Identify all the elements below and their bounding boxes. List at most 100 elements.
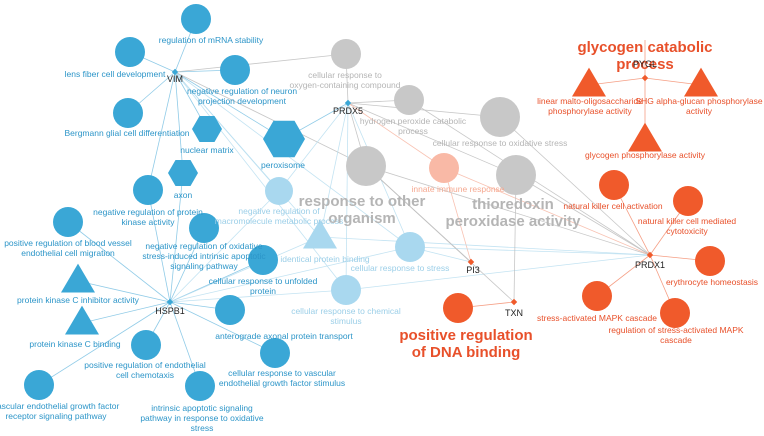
edge-vim-other_org <box>174 71 367 167</box>
term-node-malto[interactable] <box>572 67 606 97</box>
term-node-pkc_bind[interactable] <box>65 305 99 335</box>
term-node-innate[interactable] <box>429 153 459 183</box>
edge-prdx5-innate <box>347 102 445 169</box>
term-node-pos_dna[interactable] <box>443 293 473 323</box>
term-node-other_org[interactable] <box>346 146 386 186</box>
term-node-oxy[interactable] <box>331 39 361 69</box>
term-label-line: protein <box>250 286 276 296</box>
term-node-nk_cyto[interactable] <box>673 186 703 216</box>
term-label-line: regulation of mRNA stability <box>159 35 264 45</box>
term-node-shg[interactable] <box>684 67 718 97</box>
term-node-perox[interactable] <box>263 120 305 158</box>
term-node-mapk[interactable] <box>582 281 612 311</box>
term-node-neg_pk[interactable] <box>133 175 163 205</box>
term-label-line: identical protein binding <box>280 254 370 264</box>
term-node-vegf_stim[interactable] <box>260 338 290 368</box>
gene-node-prdx1[interactable] <box>646 251 654 259</box>
term-label-line: negative regulation of protein <box>93 207 203 217</box>
term-label-innate: innate immune response <box>411 184 504 194</box>
term-label-mrna: regulation of mRNA stability <box>159 35 264 45</box>
term-node-nk_act[interactable] <box>599 170 629 200</box>
term-node-thio[interactable] <box>496 155 536 195</box>
term-node-ox_stress[interactable] <box>480 97 520 137</box>
term-label-line: vascular endothelial growth factor <box>0 401 119 411</box>
term-label-ox_stress: cellular response to oxidative stress <box>433 138 568 148</box>
term-label-line: glycogen phosphorylase activity <box>585 150 706 160</box>
gene-node-prdx5[interactable] <box>344 99 352 107</box>
term-label-line: hydrogen peroxide catabolic <box>360 116 467 126</box>
term-label-line: negative regulation of oxidative <box>145 241 262 251</box>
term-node-negneuron[interactable] <box>220 55 250 85</box>
term-node-chem[interactable] <box>331 275 361 305</box>
edge-hspb1-neg_pk <box>147 189 171 303</box>
term-label-line: cellular response to oxidative stress <box>433 138 568 148</box>
labels-layer: regulation of mRNA stability lens fiber c… <box>0 35 763 433</box>
term-label-bergmann: Bergmann glial cell differentiation <box>64 128 189 138</box>
term-node-cell_stress[interactable] <box>395 232 425 262</box>
term-label-line: nuclear matrix <box>180 145 234 155</box>
term-node-mrna[interactable] <box>181 4 211 34</box>
term-node-neg_macro[interactable] <box>265 177 293 205</box>
term-node-identical[interactable] <box>303 219 337 249</box>
term-label-line: thioredoxin <box>472 196 554 213</box>
term-label-line: positive regulation of endothelial <box>84 360 206 370</box>
term-node-lens[interactable] <box>115 37 145 67</box>
term-node-unfolded[interactable] <box>248 245 278 275</box>
term-label-line: process <box>398 126 428 136</box>
term-node-gphos[interactable] <box>628 122 662 152</box>
term-node-erythro[interactable] <box>695 246 725 276</box>
term-node-pos_vessel[interactable] <box>53 207 83 237</box>
term-label-line: negative regulation of neuron <box>187 86 297 96</box>
term-label-pkc_bind: protein kinase C binding <box>29 339 120 349</box>
term-node-vegf_path[interactable] <box>24 370 54 400</box>
gene-node-pygl[interactable] <box>641 74 649 82</box>
term-node-pkc_inhib[interactable] <box>61 263 95 293</box>
term-label-line: receptor signaling pathway <box>5 411 107 421</box>
term-label-line: phosphorylase activity <box>548 106 632 116</box>
term-label-line: peroxisome <box>261 160 305 170</box>
term-node-bergmann[interactable] <box>113 98 143 128</box>
gene-node-txn[interactable] <box>510 298 518 306</box>
edge-pi3-innate <box>443 167 472 263</box>
gene-node-hspb1[interactable] <box>166 298 174 306</box>
term-node-axon[interactable] <box>168 160 198 186</box>
term-node-antero[interactable] <box>215 295 245 325</box>
term-label-line: glycogen catabolic <box>577 39 712 56</box>
term-label-cell_stress: cellular response to stress <box>351 263 450 273</box>
term-label-line: stimulus <box>330 316 361 326</box>
term-node-pos_endo[interactable] <box>131 330 161 360</box>
term-node-neg_oxid[interactable] <box>189 213 219 243</box>
term-label-line: axon <box>174 190 193 200</box>
edge-prdx1-chem <box>345 254 651 291</box>
edge-hspb1-pkc_bind <box>81 301 171 324</box>
term-label-line: kinase activity <box>122 217 176 227</box>
term-label-line: response to other <box>299 193 426 210</box>
gene-node-vim[interactable] <box>171 68 179 76</box>
term-node-nuclear[interactable] <box>192 116 222 142</box>
term-label-perox: peroxisome <box>261 160 305 170</box>
term-label-line: cytotoxicity <box>666 226 708 236</box>
term-label-line: process <box>616 56 674 73</box>
gene-node-pi3[interactable] <box>467 258 475 266</box>
term-node-h2o2[interactable] <box>394 85 424 115</box>
term-node-intrinsic[interactable] <box>185 371 215 401</box>
gene-label-vim: VIM <box>167 74 183 84</box>
term-node-reg_mapk[interactable] <box>660 298 690 328</box>
term-label-line: stress-induced intrinsic apoptotic <box>142 251 266 261</box>
edge-prdx1-cell_stress <box>409 246 651 256</box>
term-label-line: cascade <box>660 335 692 345</box>
term-label-lens: lens fiber cell development <box>65 69 166 79</box>
edge-hspb1-pos_vessel <box>67 221 171 303</box>
term-label-nuclear: nuclear matrix <box>180 145 234 155</box>
term-label-gphos: glycogen phosphorylase activity <box>585 150 706 160</box>
edge-prdx5-identical <box>319 102 349 238</box>
term-label-line: cellular response to stress <box>351 263 450 273</box>
edge-hspb1-chem <box>169 289 347 303</box>
term-label-line: projection development <box>198 96 287 106</box>
term-label-pkc_inhib: protein kinase C inhibitor activity <box>17 295 140 305</box>
